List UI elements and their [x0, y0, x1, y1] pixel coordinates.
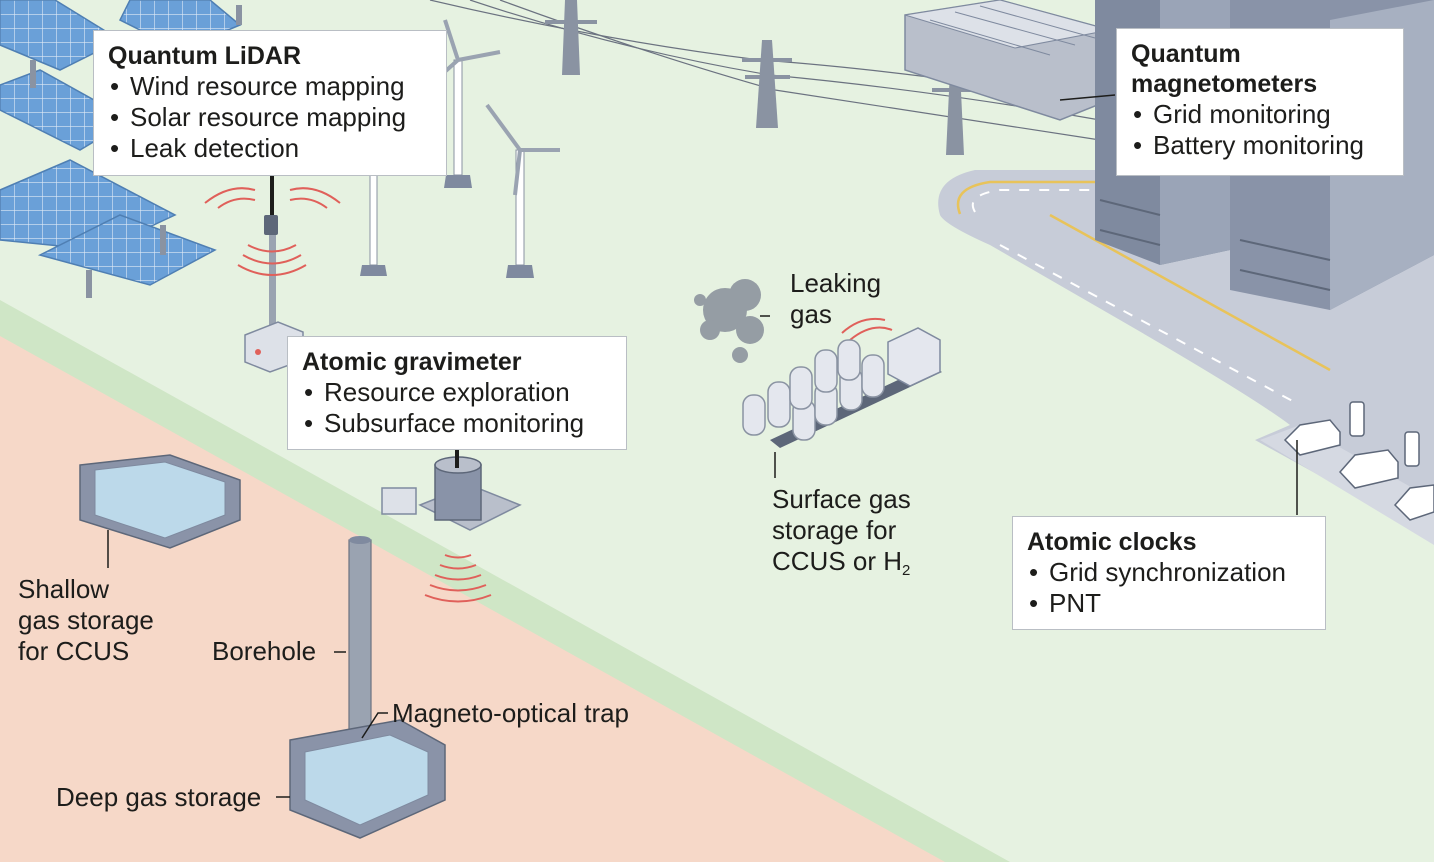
wind-turbine-icon — [428, 19, 501, 188]
grass-strip — [0, 300, 1010, 862]
car-icon — [1283, 419, 1341, 456]
label-line: Surface gas — [772, 484, 911, 514]
shallow-gas-storage-label: Shallow gas storage for CCUS — [18, 574, 154, 667]
borehole-label: Borehole — [212, 636, 317, 666]
label-line: Shallow — [18, 574, 110, 604]
magneto-optical-trap-label: Magneto-optical trap — [392, 698, 630, 728]
gas-tanks — [742, 327, 942, 448]
solar-panel-icon — [0, 0, 122, 71]
label-text: CCUS or H — [772, 546, 903, 576]
callout-title: Atomic clocks — [1027, 528, 1197, 556]
callout-title-line2: magnetometers — [1131, 70, 1318, 98]
wind-turbine-icon — [485, 103, 560, 278]
leaking-gas-label: Leaking gas — [790, 268, 881, 330]
solar-panel-icon — [37, 214, 217, 286]
quantum-magnetometers-callout: Quantum magnetometers Grid monitoring Ba… — [1116, 28, 1404, 176]
callout-item: Solar resource mapping — [108, 102, 432, 133]
ev-charger-icon — [1404, 431, 1420, 467]
power-lines — [429, 0, 1101, 155]
power-pylon-icon — [932, 70, 978, 155]
wind-turbines — [360, 19, 560, 278]
signal-waves-icon — [204, 187, 341, 276]
callout-title: Atomic gravimeter — [302, 348, 522, 376]
power-pylon-icon — [742, 40, 792, 128]
callout-title: Quantum LiDAR — [108, 42, 302, 70]
callout-item: Grid synchronization — [1027, 557, 1311, 588]
callout-item: Leak detection — [108, 133, 432, 164]
label-line: storage for — [772, 515, 897, 545]
callout-item: PNT — [1027, 588, 1311, 619]
car-icon — [1338, 449, 1399, 489]
callout-item: Subsurface monitoring — [302, 408, 612, 439]
surface-gas-storage-label: Surface gas storage for CCUS or H2 — [772, 484, 911, 579]
atomic-gravimeter-callout: Atomic gravimeter Resource exploration S… — [287, 336, 627, 450]
power-pylon-icon — [545, 0, 597, 75]
atomic-clocks-callout: Atomic clocks Grid synchronization PNT — [1012, 516, 1326, 630]
quantum-lidar-callout: Quantum LiDAR Wind resource mapping Sola… — [93, 30, 447, 176]
gas-tank-icon — [742, 339, 885, 441]
callout-item: Grid monitoring — [1131, 99, 1389, 130]
leader-lines — [107, 94, 1116, 798]
callout-item: Wind resource mapping — [108, 71, 432, 102]
wind-turbine-icon — [360, 154, 387, 276]
signal-waves-icon — [841, 317, 893, 341]
ev-parking — [1283, 401, 1434, 521]
callout-item: Battery monitoring — [1131, 130, 1389, 161]
label-line: Leaking — [790, 268, 882, 298]
label-subscript: 2 — [902, 562, 911, 579]
shallow-gas-storage — [79, 454, 241, 549]
callout-title-line1: Quantum — [1131, 40, 1241, 68]
label-line: gas — [790, 299, 832, 329]
gravimeter-device — [381, 440, 522, 603]
signal-waves-icon — [424, 554, 492, 603]
label-line: gas storage — [18, 605, 154, 635]
label-line: CCUS or H2 — [772, 546, 911, 579]
label-line: for CCUS — [18, 636, 130, 666]
callout-item: Resource exploration — [302, 377, 612, 408]
deep-gas-storage-label: Deep gas storage — [56, 782, 262, 812]
car-icon — [1393, 484, 1434, 521]
ev-charger-icon — [1349, 401, 1365, 437]
gas-cloud-icon — [694, 279, 764, 363]
deep-gas-storage — [289, 719, 446, 839]
underground-section — [0, 336, 945, 862]
